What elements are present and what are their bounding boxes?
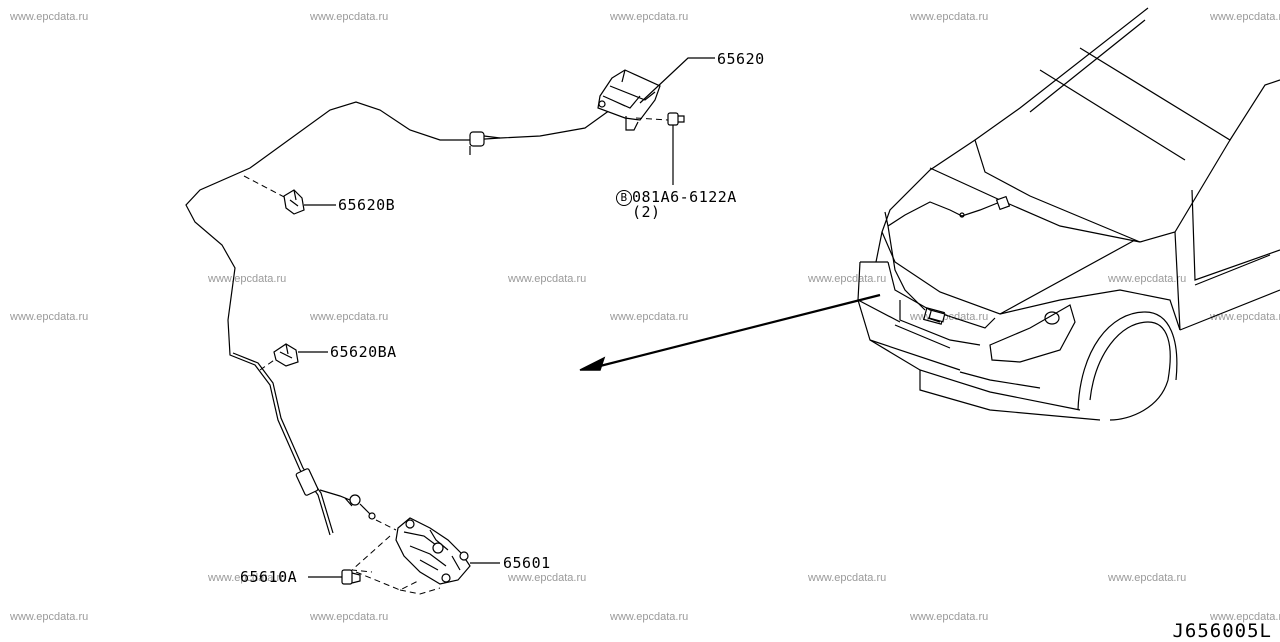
label-clip-lower: 65620BA — [330, 343, 397, 361]
cable-grommet — [469, 131, 485, 147]
watermark: www.epcdata.ru — [808, 572, 887, 584]
watermark: www.epcdata.ru — [10, 611, 89, 623]
cable-end-fitting — [349, 494, 361, 506]
watermark: www.epcdata.ru — [1210, 611, 1280, 623]
label-lock-bolt: 65610A — [240, 568, 298, 586]
label-bolt-handle: 081A6-6122A — [632, 188, 737, 206]
watermark: www.epcdata.ru — [10, 311, 89, 323]
watermark: www.epcdata.ru — [910, 611, 989, 623]
watermark: www.epcdata.ru — [310, 611, 389, 623]
handle-bolt — [667, 112, 685, 126]
watermark: www.epcdata.ru — [1108, 273, 1187, 285]
watermark: www.epcdata.ru — [610, 611, 689, 623]
release-cable — [185, 101, 611, 536]
label-lock-assembly: 65601 — [503, 554, 551, 572]
watermark: www.epcdata.ru — [808, 273, 887, 285]
label-bolt-quantity: (2) — [632, 203, 661, 221]
hood-lock-assembly — [395, 517, 471, 585]
figure-code: J656005L — [1172, 620, 1272, 642]
clip-upper — [283, 189, 305, 215]
watermark: www.epcdata.ru — [310, 11, 389, 23]
watermark: www.epcdata.ru — [1210, 311, 1280, 323]
location-arrow — [599, 293, 881, 368]
watermark: www.epcdata.ru — [208, 572, 287, 584]
circled-b-icon: B — [616, 190, 632, 206]
watermark: www.epcdata.ru — [310, 311, 389, 323]
cable-sleeve — [295, 468, 319, 496]
watermark: www.epcdata.ru — [1108, 572, 1187, 584]
watermark: www.epcdata.ru — [910, 311, 989, 323]
watermark: www.epcdata.ru — [10, 11, 89, 23]
watermark: www.epcdata.ru — [508, 273, 587, 285]
watermark: www.epcdata.ru — [610, 11, 689, 23]
vehicle-front-view — [857, 7, 1280, 421]
watermark: www.epcdata.ru — [508, 572, 587, 584]
watermark: www.epcdata.ru — [208, 273, 287, 285]
clip-lower — [273, 343, 299, 367]
label-control-handle: 65620 — [717, 50, 765, 68]
control-handle — [597, 69, 661, 131]
label-clip-upper: 65620B — [338, 196, 396, 214]
watermark: www.epcdata.ru — [610, 311, 689, 323]
watermark: www.epcdata.ru — [910, 11, 989, 23]
watermark: www.epcdata.ru — [1210, 11, 1280, 23]
